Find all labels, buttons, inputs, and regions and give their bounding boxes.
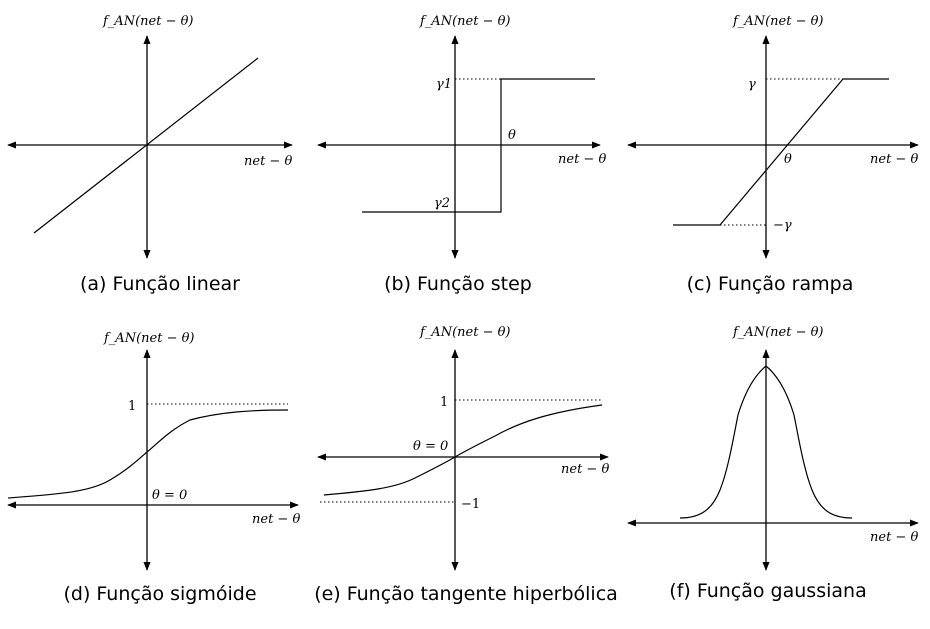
lower-level-label: −1	[461, 497, 480, 512]
caption-gaussian: (f) Função gaussiana	[669, 580, 866, 602]
y-axis-label: f_AN(net − θ)	[419, 325, 511, 340]
caption-linear: (a) Função linear	[80, 273, 240, 295]
upper-level-label: 1	[128, 399, 136, 414]
caption-tanh: (e) Função tangente hiperbólica	[314, 583, 618, 605]
y-axis-label: f_AN(net − θ)	[102, 14, 194, 29]
caption-ramp: (c) Função rampa	[687, 273, 854, 295]
x-axis-label: net − θ	[244, 154, 292, 169]
upper-level-label: γ	[748, 77, 756, 92]
linear-curve	[33, 57, 259, 234]
x-axis-label: net − θ	[870, 152, 918, 167]
upper-level-label: γ1	[436, 77, 452, 92]
lower-level-label: −γ	[773, 218, 792, 233]
caption-sigmoid: (d) Função sigmóide	[63, 583, 256, 605]
caption-step: (b) Função step	[384, 273, 532, 295]
panel-ramp: f_AN(net − θ) net − θ γ −γ θ (c) Função …	[627, 14, 919, 295]
gaussian-curve	[679, 365, 853, 519]
step-curve	[362, 78, 595, 213]
x-axis-label: net − θ	[561, 462, 609, 477]
panel-sigmoid: f_AN(net − θ) net − θ 1 θ = 0 (d) Função…	[7, 331, 300, 605]
x-axis-label: net − θ	[252, 512, 300, 527]
threshold-label: θ	[784, 152, 792, 167]
threshold-label: θ = 0	[413, 439, 448, 454]
y-axis-label: f_AN(net − θ)	[732, 14, 824, 29]
x-axis-label: net − θ	[558, 152, 606, 167]
sigmoid-curve	[7, 409, 289, 499]
tanh-curve	[323, 404, 603, 496]
threshold-label: θ	[508, 128, 516, 143]
y-axis-label: f_AN(net − θ)	[419, 14, 511, 29]
ramp-curve	[673, 78, 889, 226]
lower-level-label: γ2	[434, 196, 450, 211]
x-axis-label: net − θ	[870, 530, 918, 545]
panel-gaussian: f_AN(net − θ) net − θ (f) Função gaussia…	[627, 325, 919, 602]
panel-linear: f_AN(net − θ) net − θ (a) Função linear	[7, 14, 293, 295]
threshold-label: θ = 0	[152, 488, 187, 503]
y-axis-label: f_AN(net − θ)	[103, 331, 195, 346]
upper-level-label: 1	[440, 395, 448, 410]
panel-tanh: f_AN(net − θ) net − θ 1 −1 θ = 0 (e) Fun…	[314, 325, 618, 605]
y-axis-label: f_AN(net − θ)	[732, 325, 824, 340]
panel-step: f_AN(net − θ) net − θ γ1 γ2 θ (b) Função…	[317, 14, 606, 295]
